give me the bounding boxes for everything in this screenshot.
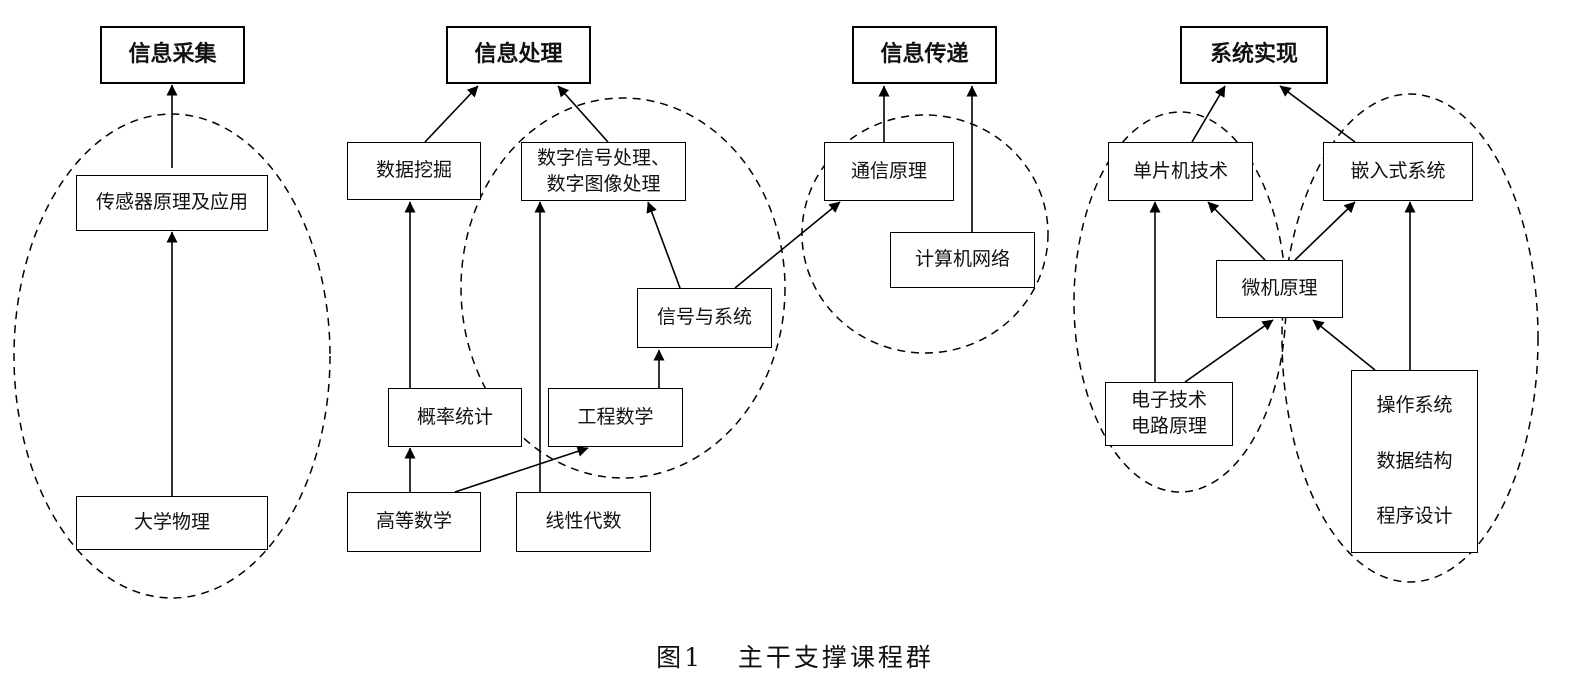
course-electronics-circuits: 电子技术 电路原理 [1105,382,1233,446]
arrow-micro-to-embedded [1294,201,1356,261]
course-data-mining: 数据挖掘 [347,142,481,200]
course-linear-algebra-label: 线性代数 [545,510,622,533]
figure-caption: 图1 主干支撑课程群 [0,638,1590,674]
course-data-mining-label: 数据挖掘 [375,159,452,182]
course-mcu-technology-label: 单片机技术 [1132,159,1228,182]
course-signals-systems-label: 信号与系统 [656,306,752,329]
course-advanced-math: 高等数学 [347,492,481,552]
course-computer-network-label: 计算机网络 [914,248,1010,271]
course-communication-principles: 通信原理 [824,142,954,201]
group-ellipse-process [460,97,786,479]
arrow-mcu-to-realize [1191,85,1226,143]
course-circuits-label: 电路原理 [1130,415,1207,437]
header-system-realize: 系统实现 [1180,26,1328,84]
course-probability-statistics-label: 概率统计 [416,405,493,428]
header-info-process-label: 信息处理 [474,41,563,68]
course-dsp-label: 数字信号处理、 [536,146,670,169]
header-info-transmit: 信息传递 [852,26,997,84]
course-engineering-math: 工程数学 [548,388,683,447]
arrow-signals-to-comm [734,201,841,289]
course-university-physics: 大学物理 [76,496,268,550]
header-system-realize-label: 系统实现 [1209,41,1298,68]
course-signals-systems: 信号与系统 [637,288,772,348]
course-university-physics-label: 大学物理 [133,511,210,534]
arrow-ops-to-micro [1312,319,1376,371]
course-sensor-principles: 传感器原理及应用 [76,175,268,231]
course-dip-label: 数字图像处理 [546,172,661,195]
course-embedded-systems: 嵌入式系统 [1323,142,1473,201]
arrow-mining-to-process [424,85,479,143]
course-advanced-math-label: 高等数学 [375,510,452,533]
course-microcomputer-principles: 微机原理 [1216,260,1343,318]
course-sensor-principles-label: 传感器原理及应用 [95,191,248,214]
course-electronics-label: 电子技术 [1130,389,1207,412]
figure-title: 主干支撑课程群 [737,643,934,672]
course-embedded-systems-label: 嵌入式系统 [1350,159,1446,182]
course-engineering-math-label: 工程数学 [577,405,654,428]
header-info-process: 信息处理 [446,26,591,84]
course-digital-signal-image-processing: 数字信号处理、 数字图像处理 [521,142,686,201]
arrow-embedded-to-realize [1279,85,1356,143]
header-info-collect: 信息采集 [100,26,245,84]
arrow-signals-to-dsp [646,201,681,289]
course-computer-network: 计算机网络 [890,232,1035,288]
course-programming-label: 程序设计 [1376,505,1453,528]
group-ellipse-realize-right [1281,93,1539,583]
course-data-structures-label: 数据结构 [1376,449,1453,472]
arrow-dsp-to-process [557,85,609,143]
course-linear-algebra: 线性代数 [516,492,651,552]
course-software-group: 操作系统 数据结构 程序设计 [1351,370,1478,553]
arrow-micro-to-mcu [1207,201,1266,261]
course-operating-system-label: 操作系统 [1376,394,1453,417]
course-mcu-technology: 单片机技术 [1108,142,1253,201]
header-info-collect-label: 信息采集 [128,41,217,68]
arrow-elec-to-micro [1184,319,1274,383]
arrow-advmath-to-engmath [454,446,589,493]
header-info-transmit-label: 信息传递 [880,41,969,68]
figure-number: 图1 [656,643,703,672]
course-microcomputer-principles-label: 微机原理 [1241,277,1318,300]
course-communication-principles-label: 通信原理 [850,159,927,182]
course-probability-statistics: 概率统计 [388,388,522,447]
